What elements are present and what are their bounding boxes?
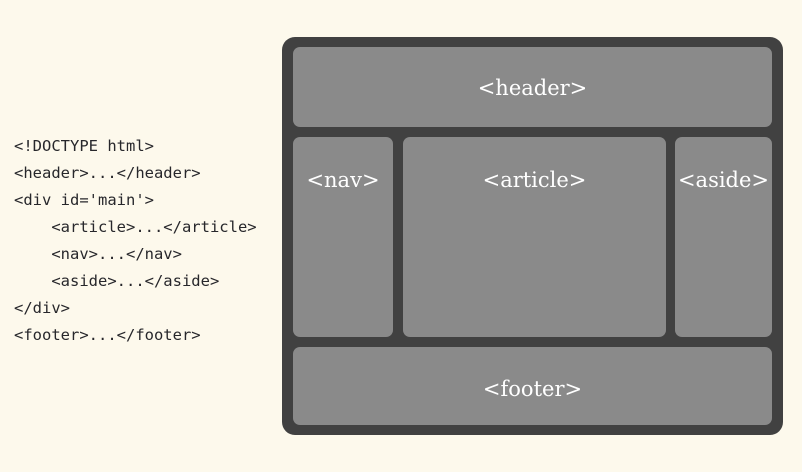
- nav-box-label: <nav>: [306, 168, 380, 192]
- article-box: <article>: [403, 137, 666, 337]
- footer-box: <footer>: [293, 347, 772, 425]
- code-line-nav: <nav>...</nav>: [14, 245, 182, 263]
- code-line-article: <article>...</article>: [14, 218, 257, 236]
- nav-box: <nav>: [293, 137, 393, 337]
- code-line-header: <header>...</header>: [14, 164, 201, 182]
- code-line-div-main-open: <div id='main'>: [14, 191, 154, 209]
- code-line-doctype: <!DOCTYPE html>: [14, 137, 154, 155]
- header-box: <header>: [293, 47, 772, 127]
- page-layout-diagram: <header> <nav> <article> <aside> <footer…: [282, 37, 783, 435]
- aside-box: <aside>: [675, 137, 772, 337]
- code-line-div-main-close: </div>: [14, 299, 70, 317]
- html-structure-code: <!DOCTYPE html> <header>...</header> <di…: [14, 133, 276, 349]
- code-line-footer: <footer>...</footer>: [14, 326, 201, 344]
- footer-box-label: <footer>: [482, 377, 583, 401]
- code-line-aside: <aside>...</aside>: [14, 272, 220, 290]
- header-box-label: <header>: [477, 76, 588, 100]
- article-box-label: <article>: [482, 168, 587, 192]
- aside-box-label: <aside>: [677, 168, 770, 192]
